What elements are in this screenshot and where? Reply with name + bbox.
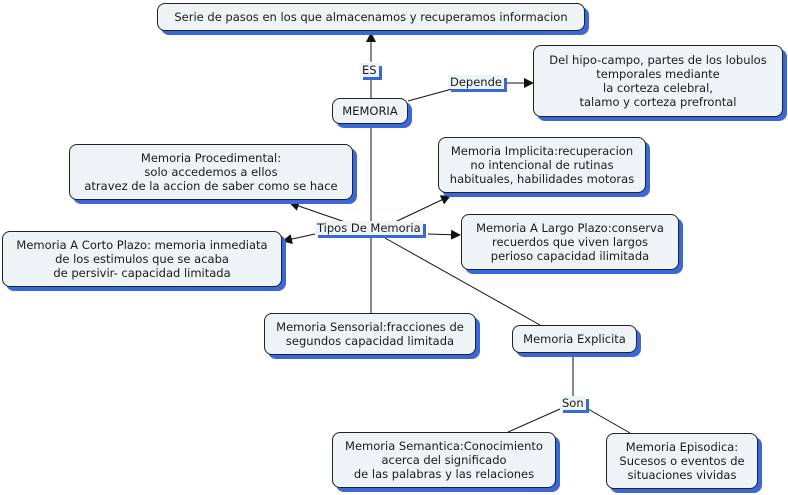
node-sensorial[interactable]: Memoria Sensorial:fracciones de segundos… bbox=[264, 313, 476, 355]
node-semantica[interactable]: Memoria Semantica:Conocimiento acerca de… bbox=[332, 432, 556, 488]
line-tipos-procedimental bbox=[289, 201, 346, 223]
line-tipos-largo bbox=[427, 229, 461, 240]
link-label-es[interactable]: ES bbox=[360, 63, 379, 77]
node-episodica[interactable]: Memoria Episodica: Sucesos o eventos de … bbox=[606, 433, 758, 489]
node-definition[interactable]: Serie de pasos en los que almacenamos y … bbox=[157, 3, 585, 31]
link-label-tipos[interactable]: Tipos De Memoria bbox=[315, 221, 423, 235]
line-son-episodica bbox=[587, 408, 631, 434]
node-corto-plazo[interactable]: Memoria A Corto Plazo: memoria inmediata… bbox=[2, 231, 282, 287]
node-memoria[interactable]: MEMORIA bbox=[332, 98, 408, 124]
node-depende-target[interactable]: Del hipo-campo, partes de los lobulos te… bbox=[533, 45, 783, 117]
node-procedimental[interactable]: Memoria Procedimental: solo accedemos a … bbox=[69, 144, 353, 200]
line-tipos-corto bbox=[282, 233, 316, 244]
line-tipos-implicita bbox=[394, 195, 451, 223]
link-label-depende[interactable]: Depende bbox=[448, 75, 504, 89]
node-largo-plazo[interactable]: Memoria A Largo Plazo:conserva recuerdos… bbox=[461, 214, 679, 270]
line-son-semantica bbox=[507, 408, 561, 433]
link-label-son[interactable]: Son bbox=[560, 396, 586, 410]
line-tipos-explicita bbox=[384, 237, 541, 326]
line-memoria-depende bbox=[407, 88, 453, 102]
node-implicita[interactable]: Memoria Implicita:recuperacion no intenc… bbox=[438, 137, 646, 193]
node-explicita[interactable]: Memoria Explicita bbox=[512, 325, 637, 353]
